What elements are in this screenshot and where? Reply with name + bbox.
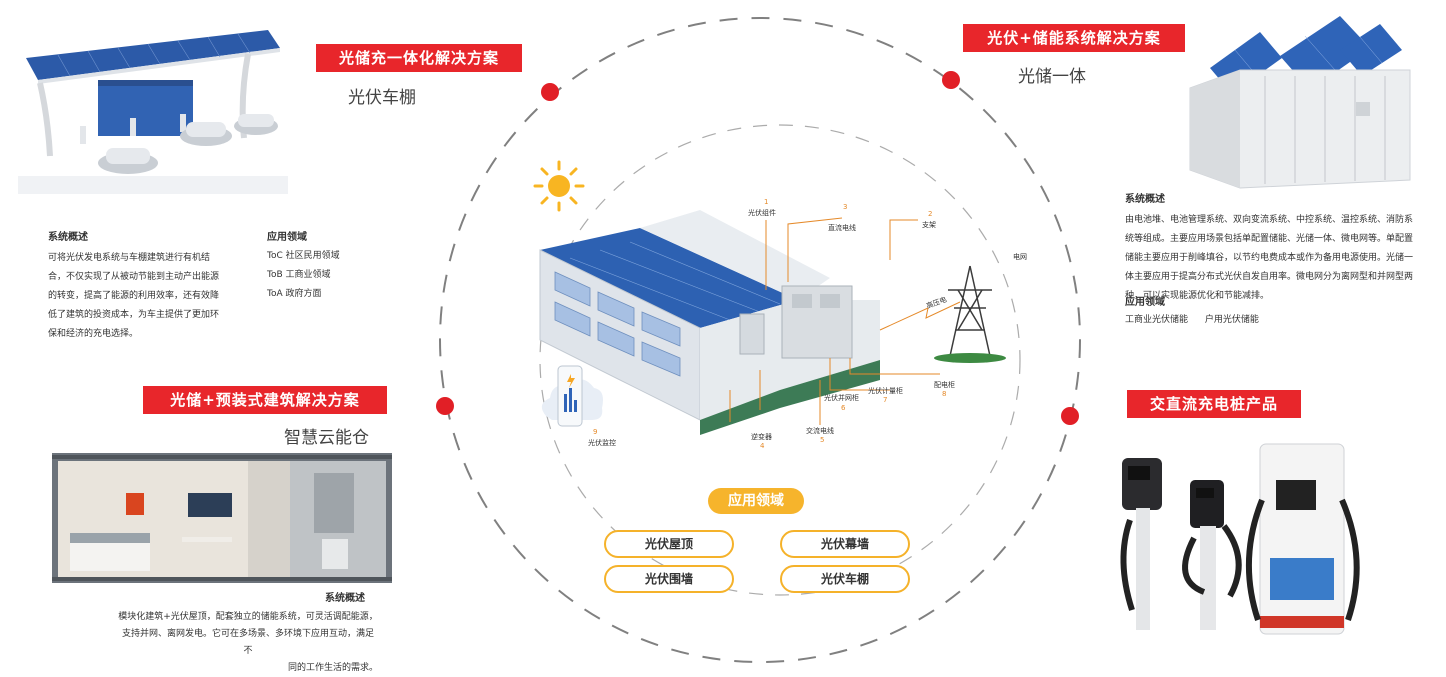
label-grid-cabinet: 光伏并网柜 [824, 394, 859, 402]
orbit-dot-bottom-right [1061, 407, 1079, 425]
label-pv-meter: 光伏计量柜 [868, 387, 903, 395]
tl-app-title: 应用领域 [267, 232, 307, 243]
orbit-dot-bottom-left [436, 397, 454, 415]
pill-pv-curtain-wall[interactable]: 光伏幕墙 [780, 530, 910, 558]
label-dc-cable: 直流电线 [828, 224, 856, 232]
tl-app-item: ToB 工商业领域 [267, 270, 331, 280]
num-5: 5 [820, 436, 825, 444]
num-2: 2 [928, 210, 933, 218]
num-8: 8 [942, 390, 947, 398]
pill-pv-fence[interactable]: 光伏围墙 [604, 565, 734, 593]
container-house-image [52, 453, 392, 583]
tl-overview-text: 可将光伏发电系统与车棚建筑进行有机结 合，不仅实现了从被动节能到主动产出能源 的… [48, 253, 220, 339]
subtitle-pv-storage: 光储一体 [1018, 67, 1086, 87]
tr-app-title: 应用领域 [1125, 297, 1165, 308]
tag-prefab-building-solution: 光储+预装式建筑解决方案 [143, 386, 387, 414]
label-inverter: 逆变器 [751, 433, 772, 441]
tl-app-list: ToC 社区民用领域 ToB 工商业领域 ToA 政府方面 [267, 247, 340, 304]
num-7: 7 [883, 396, 888, 404]
storage-cabinet-image [1189, 16, 1411, 189]
pill-pv-roof[interactable]: 光伏屋顶 [604, 530, 734, 558]
tr-app-item: 户用光伏储能 [1204, 315, 1259, 325]
charger-products-image [1120, 443, 1360, 635]
label-bracket: 支架 [922, 221, 936, 229]
phone-monitor-icon [541, 365, 603, 427]
orbit-dot-top-right [942, 71, 960, 89]
num-4: 4 [760, 442, 765, 450]
subtitle-pv-carport: 光伏车棚 [348, 88, 416, 108]
tag-ac-dc-charger-products: 交直流充电桩产品 [1127, 390, 1301, 418]
building-diagram [539, 210, 1006, 435]
num-6: 6 [841, 404, 846, 412]
pill-pv-carport[interactable]: 光伏车棚 [780, 565, 910, 593]
label-dist-box: 配电柜 [934, 381, 955, 389]
label-ac-cable: 交流电线 [806, 427, 834, 435]
carport-image [18, 30, 288, 194]
num-1: 1 [764, 198, 769, 206]
label-grid: 电网 [1013, 253, 1027, 261]
label-pv-module: 光伏组件 [748, 209, 776, 217]
subtitle-smart-cloud-bin: 智慧云能仓 [284, 428, 369, 448]
tr-overview-text: 由电池堆、电池管理系统、双向变流系统、中控系统、温控系统、消防系 统等组成。主要… [1125, 215, 1414, 301]
tl-overview-title: 系统概述 [48, 232, 88, 243]
bl-overview-title: 系统概述 [325, 593, 365, 604]
tag-pv-storage-solution: 光伏+储能系统解决方案 [963, 24, 1185, 52]
tr-app-item: 工商业光伏储能 [1125, 315, 1189, 325]
tr-overview-title: 系统概述 [1125, 194, 1165, 205]
tr-app-list: 工商业光伏储能 户用光伏储能 [1125, 311, 1259, 330]
num-9: 9 [593, 428, 598, 436]
tl-app-item: ToC 社区民用领域 [267, 251, 340, 261]
tl-app-item: ToA 政府方面 [267, 289, 322, 299]
label-monitor: 光伏监控 [588, 439, 616, 447]
bl-overview-text: 模块化建筑+光伏屋顶，配套独立的储能系统，可灵活调配能源， 支持并网、离网发电。… [118, 612, 378, 673]
tag-solar-storage-charging: 光储充一体化解决方案 [316, 44, 522, 72]
sun-icon [533, 160, 585, 212]
app-area-header: 应用领域 [708, 488, 804, 514]
orbit-dot-top-left [541, 83, 559, 101]
num-3: 3 [843, 203, 848, 211]
